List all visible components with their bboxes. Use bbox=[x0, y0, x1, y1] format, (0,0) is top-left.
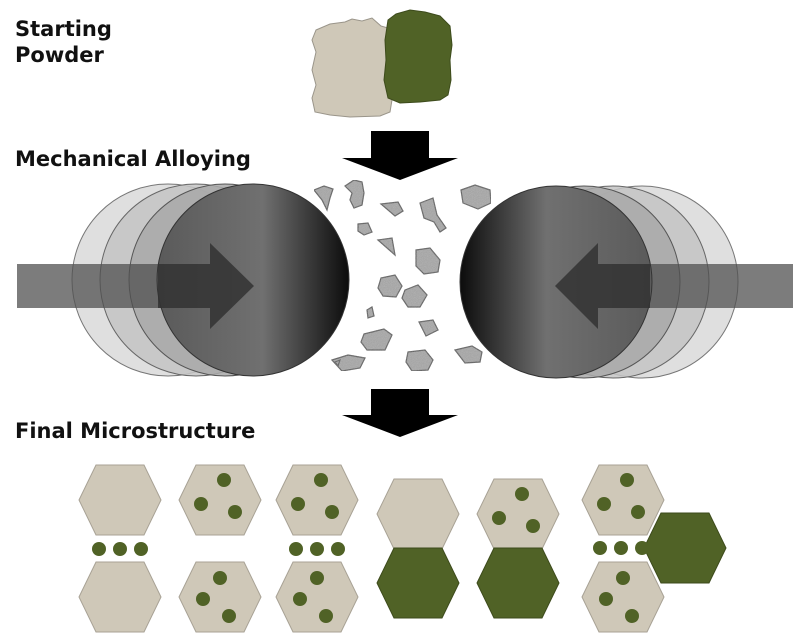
beige-grain-hex bbox=[178, 464, 262, 536]
debris-particle bbox=[366, 306, 375, 319]
beige-grain-hex bbox=[581, 561, 665, 633]
bottom-grain bbox=[376, 547, 460, 619]
stage-label-line: Powder bbox=[15, 43, 104, 67]
microstructure-6 bbox=[581, 464, 727, 633]
debris-particle bbox=[334, 358, 341, 368]
down-arrow-icon bbox=[342, 389, 458, 437]
beige-grain-hex bbox=[78, 561, 162, 633]
boundary-dot bbox=[92, 542, 106, 556]
boundary-dot bbox=[134, 542, 148, 556]
debris-particle bbox=[418, 319, 439, 337]
precipitate-dot bbox=[291, 497, 305, 511]
debris-particle bbox=[453, 345, 483, 364]
microstructure-5 bbox=[476, 478, 560, 619]
debris-particle bbox=[405, 349, 434, 372]
precipitate-dot bbox=[515, 487, 529, 501]
top-grain bbox=[476, 478, 560, 550]
debris-particle bbox=[313, 185, 334, 212]
boundary-dot bbox=[113, 542, 127, 556]
beige-grain-hex bbox=[275, 464, 359, 536]
precipitate-dot bbox=[310, 571, 324, 585]
top-grain bbox=[376, 478, 460, 550]
precipitate-dot bbox=[228, 505, 242, 519]
precipitate-dot bbox=[526, 519, 540, 533]
debris-particle bbox=[357, 222, 373, 236]
bottom-grain bbox=[178, 561, 262, 633]
debris-particle bbox=[376, 237, 396, 257]
precipitate-dot bbox=[492, 511, 506, 525]
stage-label-final-microstructure: Final Microstructure bbox=[15, 419, 256, 443]
precipitate-dot bbox=[217, 473, 231, 487]
green-grain-hex bbox=[476, 547, 560, 619]
bottom-grain bbox=[275, 561, 359, 633]
milling-ball-left bbox=[156, 183, 350, 377]
debris-particle bbox=[360, 328, 393, 351]
debris-particle bbox=[377, 274, 403, 298]
green-powder-particle bbox=[383, 9, 453, 104]
boundary-dot bbox=[635, 541, 649, 555]
green-grain-hex bbox=[376, 547, 460, 619]
final-microstructures bbox=[78, 464, 727, 633]
precipitate-dot bbox=[194, 497, 208, 511]
beige-grain-hex bbox=[376, 478, 460, 550]
beige-powder-particle bbox=[311, 17, 394, 118]
precipitate-dot bbox=[213, 571, 227, 585]
debris-particle bbox=[344, 179, 365, 209]
boundary-dot bbox=[593, 541, 607, 555]
microstructure-2 bbox=[178, 464, 262, 633]
impact-arrow-left-icon bbox=[555, 243, 650, 329]
debris-particle bbox=[460, 184, 492, 210]
microstructure-1 bbox=[78, 464, 162, 633]
bottom-grain bbox=[581, 561, 665, 633]
milling-ball-right bbox=[459, 185, 653, 379]
precipitate-dot bbox=[196, 592, 210, 606]
boundary-dot bbox=[614, 541, 628, 555]
beige-grain-hex bbox=[581, 464, 665, 536]
microstructure-3 bbox=[275, 464, 359, 633]
boundary-dot bbox=[331, 542, 345, 556]
down-arrow-icon bbox=[342, 131, 458, 180]
top-grain bbox=[178, 464, 262, 536]
bottom-grain bbox=[476, 547, 560, 619]
debris-particle bbox=[415, 247, 441, 275]
top-grain bbox=[78, 464, 162, 536]
precipitate-dot bbox=[222, 609, 236, 623]
precipitate-dot bbox=[616, 571, 630, 585]
precipitate-dot bbox=[293, 592, 307, 606]
side-grain bbox=[643, 512, 727, 584]
precipitate-dot bbox=[319, 609, 333, 623]
debris-particle bbox=[330, 354, 366, 372]
precipitate-dot bbox=[314, 473, 328, 487]
top-grain bbox=[581, 464, 665, 536]
left-milling-ball-group bbox=[17, 183, 350, 377]
boundary-dot bbox=[289, 542, 303, 556]
beige-grain-hex bbox=[78, 464, 162, 536]
precipitate-dot bbox=[631, 505, 645, 519]
impact-arrow-right-icon bbox=[158, 243, 254, 329]
powder-debris bbox=[313, 179, 492, 372]
stage-label-line: Starting bbox=[15, 17, 112, 41]
precipitate-dot bbox=[597, 497, 611, 511]
right-milling-ball-group bbox=[459, 185, 793, 379]
boundary-dot bbox=[310, 542, 324, 556]
starting-powder bbox=[311, 9, 453, 118]
debris-particle bbox=[379, 201, 404, 217]
beige-grain-hex bbox=[275, 561, 359, 633]
top-grain bbox=[275, 464, 359, 536]
bottom-grain bbox=[78, 561, 162, 633]
debris-particle bbox=[419, 197, 447, 233]
precipitate-dot bbox=[599, 592, 613, 606]
green-grain-hex bbox=[643, 512, 727, 584]
precipitate-dot bbox=[625, 609, 639, 623]
microstructure-4 bbox=[376, 478, 460, 619]
precipitate-dot bbox=[325, 505, 339, 519]
stage-label-mechanical-alloying: Mechanical Alloying bbox=[15, 147, 251, 171]
beige-grain-hex bbox=[178, 561, 262, 633]
debris-particle bbox=[401, 284, 428, 308]
precipitate-dot bbox=[620, 473, 634, 487]
stage-label-starting-powder: Starting Powder bbox=[15, 16, 215, 68]
